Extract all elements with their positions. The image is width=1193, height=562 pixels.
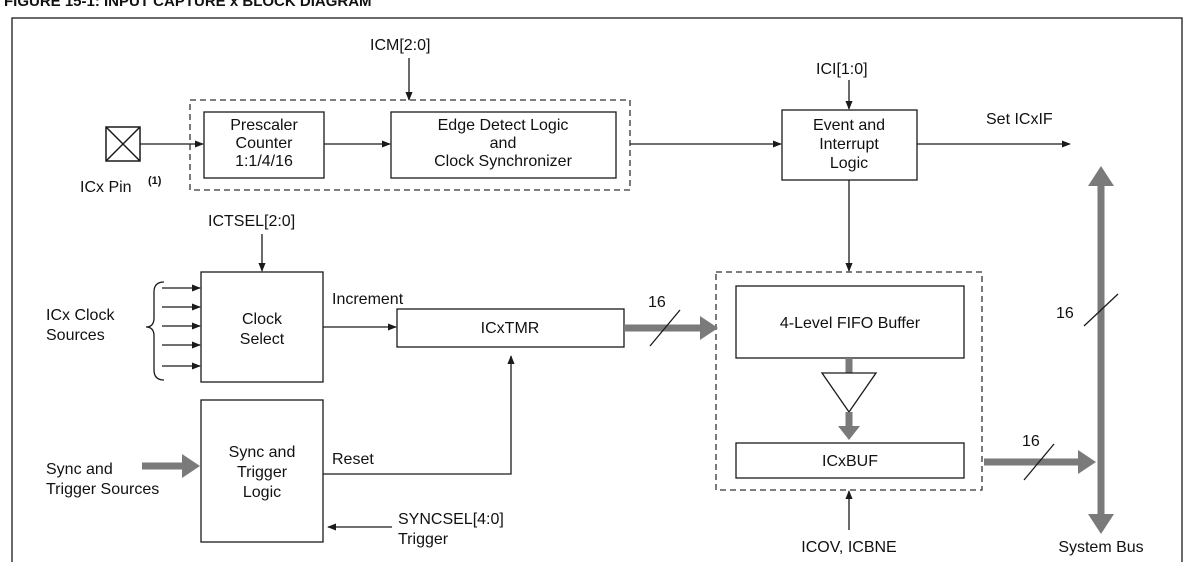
clock-select-label-2: Select <box>240 331 285 348</box>
clock-select-block <box>200 271 324 383</box>
icov-icbne-label: ICOV, ICBNE <box>801 539 896 556</box>
icx-pin-icon <box>105 126 141 162</box>
sync-trigger-label-3: Logic <box>243 484 281 501</box>
system-bus-top-head <box>1088 166 1114 186</box>
clock-sources-label-2: Sources <box>46 327 105 344</box>
figure-frame <box>11 17 1183 562</box>
increment-label: Increment <box>332 291 404 308</box>
prescaler-label-2: Counter <box>236 135 294 152</box>
ici-label: ICI[1:0] <box>816 61 868 78</box>
icxbuf-label: ICxBUF <box>822 453 878 470</box>
icxbuf-block <box>735 442 965 479</box>
syncsel-label: SYNCSEL[4:0] <box>398 511 504 528</box>
edge-detect-label-2: and <box>490 135 517 152</box>
sync-sources-label-1: Sync and <box>46 461 113 478</box>
icxtmr-block <box>396 308 625 348</box>
edge-detect-label-3: Clock Synchronizer <box>434 153 573 170</box>
clock-select-label-1: Clock <box>242 311 283 328</box>
sync-trigger-label-2: Trigger <box>237 464 288 481</box>
reset-label: Reset <box>332 451 374 468</box>
icxtmr-label: ICxTMR <box>481 320 540 337</box>
edge-detect-label-1: Edge Detect Logic <box>438 117 569 134</box>
system-bus-width-slash <box>1083 293 1119 327</box>
system-bus-width: 16 <box>1056 305 1074 322</box>
system-bus-label: System Bus <box>1058 539 1143 556</box>
icx-pin-label: ICx Pin <box>80 179 132 196</box>
fifo-buffer-label: 4-Level FIFO Buffer <box>780 315 921 332</box>
sync-sources-bus-head <box>182 454 200 478</box>
fifo-buffer-block <box>735 285 965 359</box>
tmr-to-fifo-bus-head <box>700 316 718 340</box>
tmr-bus-width-slash <box>649 309 681 347</box>
event-label-1: Event and <box>813 117 885 134</box>
clock-sources-label-1: ICx Clock <box>46 307 115 324</box>
icm-label: ICM[2:0] <box>370 37 430 54</box>
prescaler-label-3: 1:1/4/16 <box>235 153 293 170</box>
buf-bus-width: 16 <box>1022 433 1040 450</box>
syncsel-trigger-label: Trigger <box>398 531 449 548</box>
clock-sources-brace <box>145 281 165 381</box>
fifo-group <box>715 271 983 491</box>
sync-sources-label-2: Trigger Sources <box>46 481 159 498</box>
ictsel-label: ICTSEL[2:0] <box>208 213 295 230</box>
tmr-bus-width: 16 <box>648 294 666 311</box>
event-interrupt-block <box>781 109 918 181</box>
event-label-2: Interrupt <box>819 136 879 153</box>
prescaler-block <box>203 111 325 179</box>
buffer-to-icxbuf-head <box>838 426 860 440</box>
sync-trigger-label-1: Sync and <box>229 444 296 461</box>
icx-pin-note: (1) <box>148 175 162 187</box>
clock-source-arrows <box>162 284 201 370</box>
edge-detect-block <box>390 111 617 179</box>
prescaler-label-1: Prescaler <box>230 117 298 134</box>
icxbuf-to-system-bus-head <box>1078 450 1096 474</box>
sync-trigger-block <box>200 399 324 543</box>
figure-title: FIGURE 15-1: INPUT CAPTURE x BLOCK DIAGR… <box>4 0 372 10</box>
event-label-3: Logic <box>830 155 868 172</box>
tristate-buffer-icon <box>820 372 878 414</box>
buf-bus-width-slash <box>1023 443 1055 481</box>
reset-arrow <box>323 355 515 475</box>
system-bus-bottom-head <box>1088 514 1114 534</box>
set-icxif-label: Set ICxIF <box>986 111 1053 128</box>
